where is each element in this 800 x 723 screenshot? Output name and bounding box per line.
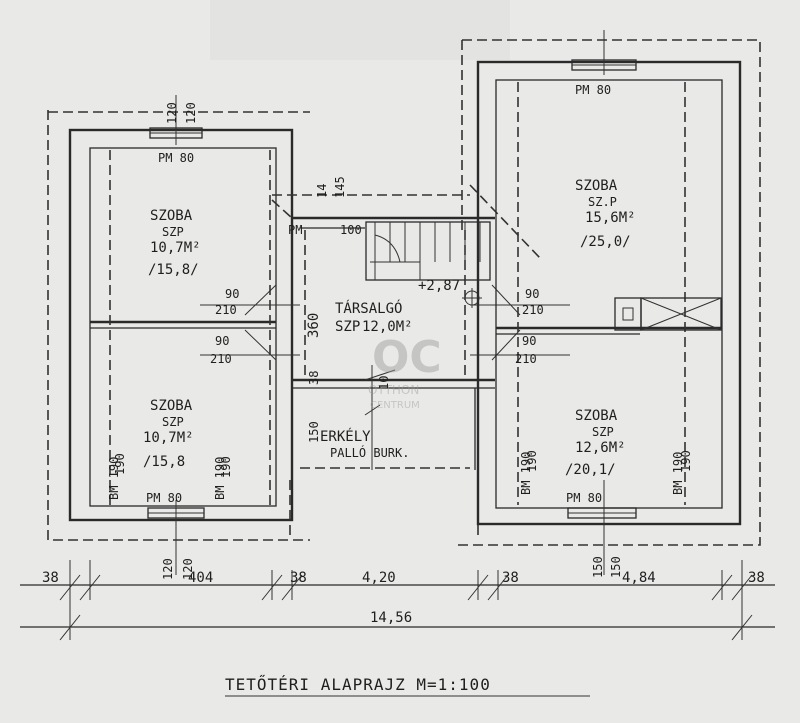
left-top-window: [149, 95, 203, 145]
room-volume: /25,0/: [580, 234, 631, 250]
room-area: 10,7M²: [150, 240, 201, 256]
room-bottom-right-label: SZOBA SZP 12,6M² /20,1/: [565, 408, 626, 478]
dim: 190: [525, 450, 539, 472]
door-height: 210: [515, 352, 537, 366]
room-bottom-left-label: SZOBA SZP 10,7M² /15,8: [143, 398, 194, 470]
door-width: 90: [525, 287, 539, 301]
door-width: 90: [215, 334, 229, 348]
balcony-label: ERKÉLY PALLÓ BURK.: [320, 428, 409, 460]
room-volume: /20,1/: [565, 462, 616, 478]
staircase: [365, 221, 491, 281]
room-floor: SZP: [335, 319, 360, 335]
dim-38: 38: [748, 570, 765, 586]
door-height: 210: [522, 303, 544, 317]
room-floor: SZP: [592, 425, 614, 439]
dimension-lines: [20, 390, 775, 641]
room-area: 10,7M²: [143, 430, 194, 446]
dim: 190: [113, 453, 127, 475]
dim: 10: [377, 376, 391, 390]
room-name: SZOBA: [575, 178, 618, 194]
dim: 100: [340, 223, 362, 237]
dim: 150: [609, 556, 623, 578]
dim: BM 190: [213, 457, 227, 500]
hall-label: TÁRSALGÓ SZP 12,0M² +2,87: [335, 278, 460, 335]
dim: 150: [307, 421, 321, 443]
watermark: OC OTTHON CENTRUM: [368, 332, 442, 411]
right-top-window: [571, 30, 637, 75]
room-area: 12,0M²: [362, 319, 413, 335]
room-floor: SZP: [162, 415, 184, 429]
dim-38: 38: [42, 570, 59, 586]
room-name: TÁRSALGÓ: [335, 299, 402, 317]
level-text: +2,87: [418, 278, 460, 294]
dim: 120: [184, 102, 198, 124]
center-walls: [271, 184, 541, 540]
room-top-right-label: SZOBA SZ.P 15,6M² /25,0/: [575, 178, 636, 250]
room-floor: SZP: [162, 225, 184, 239]
door-labels: 90 210 90 210 90 210 90 210: [210, 287, 544, 366]
door-height: 210: [215, 303, 237, 317]
window-label: PM 80: [146, 491, 182, 505]
right-bottom-window: [567, 480, 637, 575]
dim: 150: [591, 556, 605, 578]
room-top-left-label: SZOBA SZP 10,7M² /15,8/: [148, 208, 201, 278]
bottom-dims: 38 404 38 4,20 38 4,84 38 14,56: [42, 570, 765, 626]
dim: BM 190: [519, 452, 533, 495]
dim: 14: [315, 184, 329, 198]
dim: 360: [306, 313, 322, 338]
room-floor: SZ.P: [588, 195, 617, 209]
left-wing-walls: [47, 110, 310, 541]
room-name: SZOBA: [150, 208, 193, 224]
dim: 120: [161, 558, 175, 580]
left-bottom-window: [147, 500, 205, 575]
room-name: SZOBA: [150, 398, 193, 414]
balcony-floor: PALLÓ BURK.: [330, 445, 409, 460]
window-label: PM 80: [566, 491, 602, 505]
drawing-title: TETŐTÉRI ALAPRAJZ M=1:100: [225, 674, 491, 694]
dim-total: 14,56: [370, 610, 412, 626]
dim: 190: [219, 456, 233, 478]
door-height: 210: [210, 352, 232, 366]
room-area: 15,6M²: [585, 210, 636, 226]
dim: 120: [165, 102, 179, 124]
watermark-logo: OC: [372, 332, 442, 383]
dim: 145: [333, 176, 347, 198]
dim: 38: [307, 371, 321, 385]
door-width: 90: [522, 334, 536, 348]
window-label: PM 80: [575, 83, 611, 97]
door-width: 90: [225, 287, 239, 301]
dim: 120: [181, 558, 195, 580]
dim-38: 38: [502, 570, 519, 586]
dim: PM: [288, 223, 302, 237]
watermark-line1: OTTHON: [368, 383, 419, 397]
dim-seg3: 4,84: [622, 570, 656, 586]
dim: BM 190: [107, 457, 121, 500]
vertical-dims: 120 120 120 120 150 150 190 190 190 190 …: [107, 102, 693, 580]
room-name: SZOBA: [575, 408, 618, 424]
dim-seg2: 4,20: [362, 570, 396, 586]
watermark-line2: CENTRUM: [370, 400, 420, 411]
room-area: 12,6M²: [575, 440, 626, 456]
room-volume: /15,8: [143, 454, 185, 470]
door-swings: [200, 284, 570, 400]
dim-seg1: 404: [188, 570, 213, 586]
balcony-name: ERKÉLY: [320, 428, 371, 445]
dim: BM 190: [671, 452, 685, 495]
dim-38: 38: [290, 570, 307, 586]
window-label: PM 80: [158, 151, 194, 165]
dim: 190: [679, 450, 693, 472]
room-volume: /15,8/: [148, 262, 199, 278]
